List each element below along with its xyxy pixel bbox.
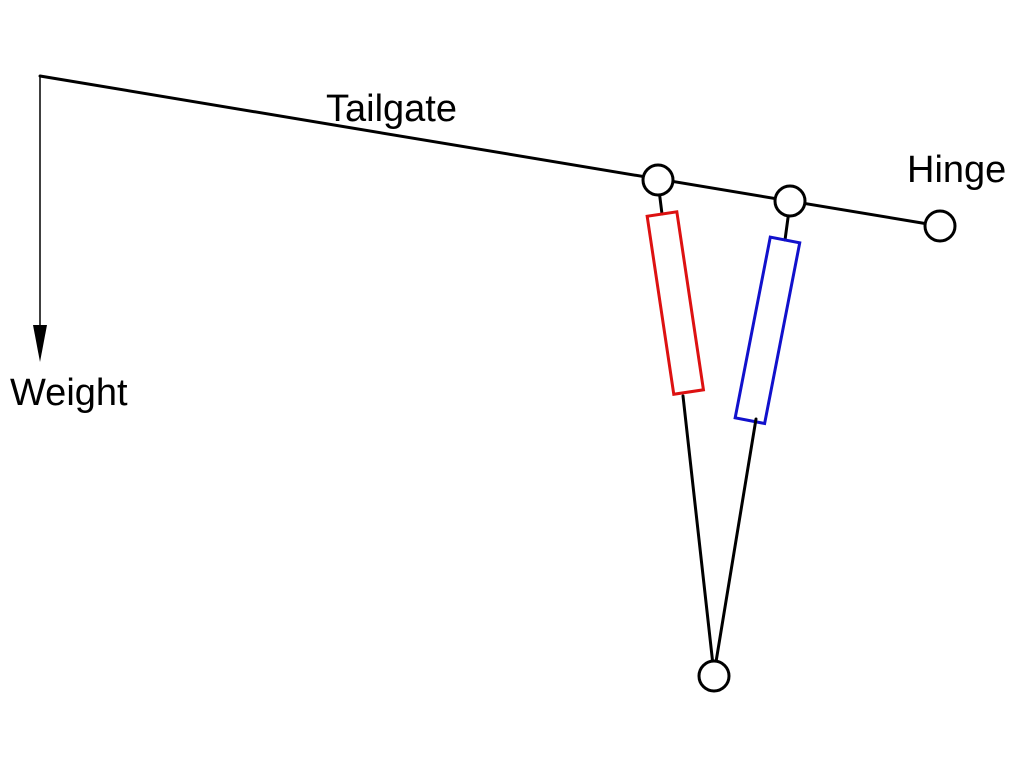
tailgate-label: Tailgate	[326, 88, 457, 130]
arrow-down-icon	[33, 325, 47, 362]
weight-label: Weight	[10, 372, 128, 414]
hinge-label: Hinge	[907, 149, 1006, 191]
rear-strut-top-pivot-icon	[773, 184, 807, 218]
front-strut-rod-lower	[681, 394, 716, 676]
rear-strut-cylinder	[733, 235, 802, 426]
hinge-pivot-icon	[923, 209, 957, 243]
rear-strut-rod-lower	[712, 417, 758, 676]
strut-base-pivot-icon	[697, 659, 731, 693]
front-strut-cylinder	[645, 210, 706, 396]
front-strut-top-pivot-icon	[641, 163, 675, 197]
